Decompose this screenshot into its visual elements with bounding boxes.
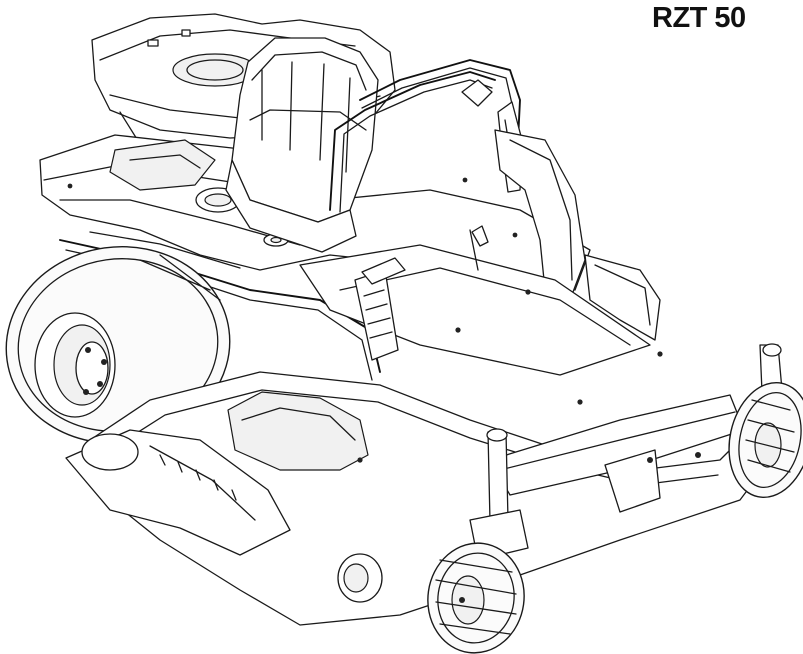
front-right-caster: [728, 343, 803, 499]
floor-pan: [67, 177, 663, 405]
mower-deck: [65, 371, 786, 626]
front-left-caster: [427, 428, 529, 654]
right-fender: [494, 129, 661, 341]
model-title: RZT 50: [652, 2, 746, 34]
